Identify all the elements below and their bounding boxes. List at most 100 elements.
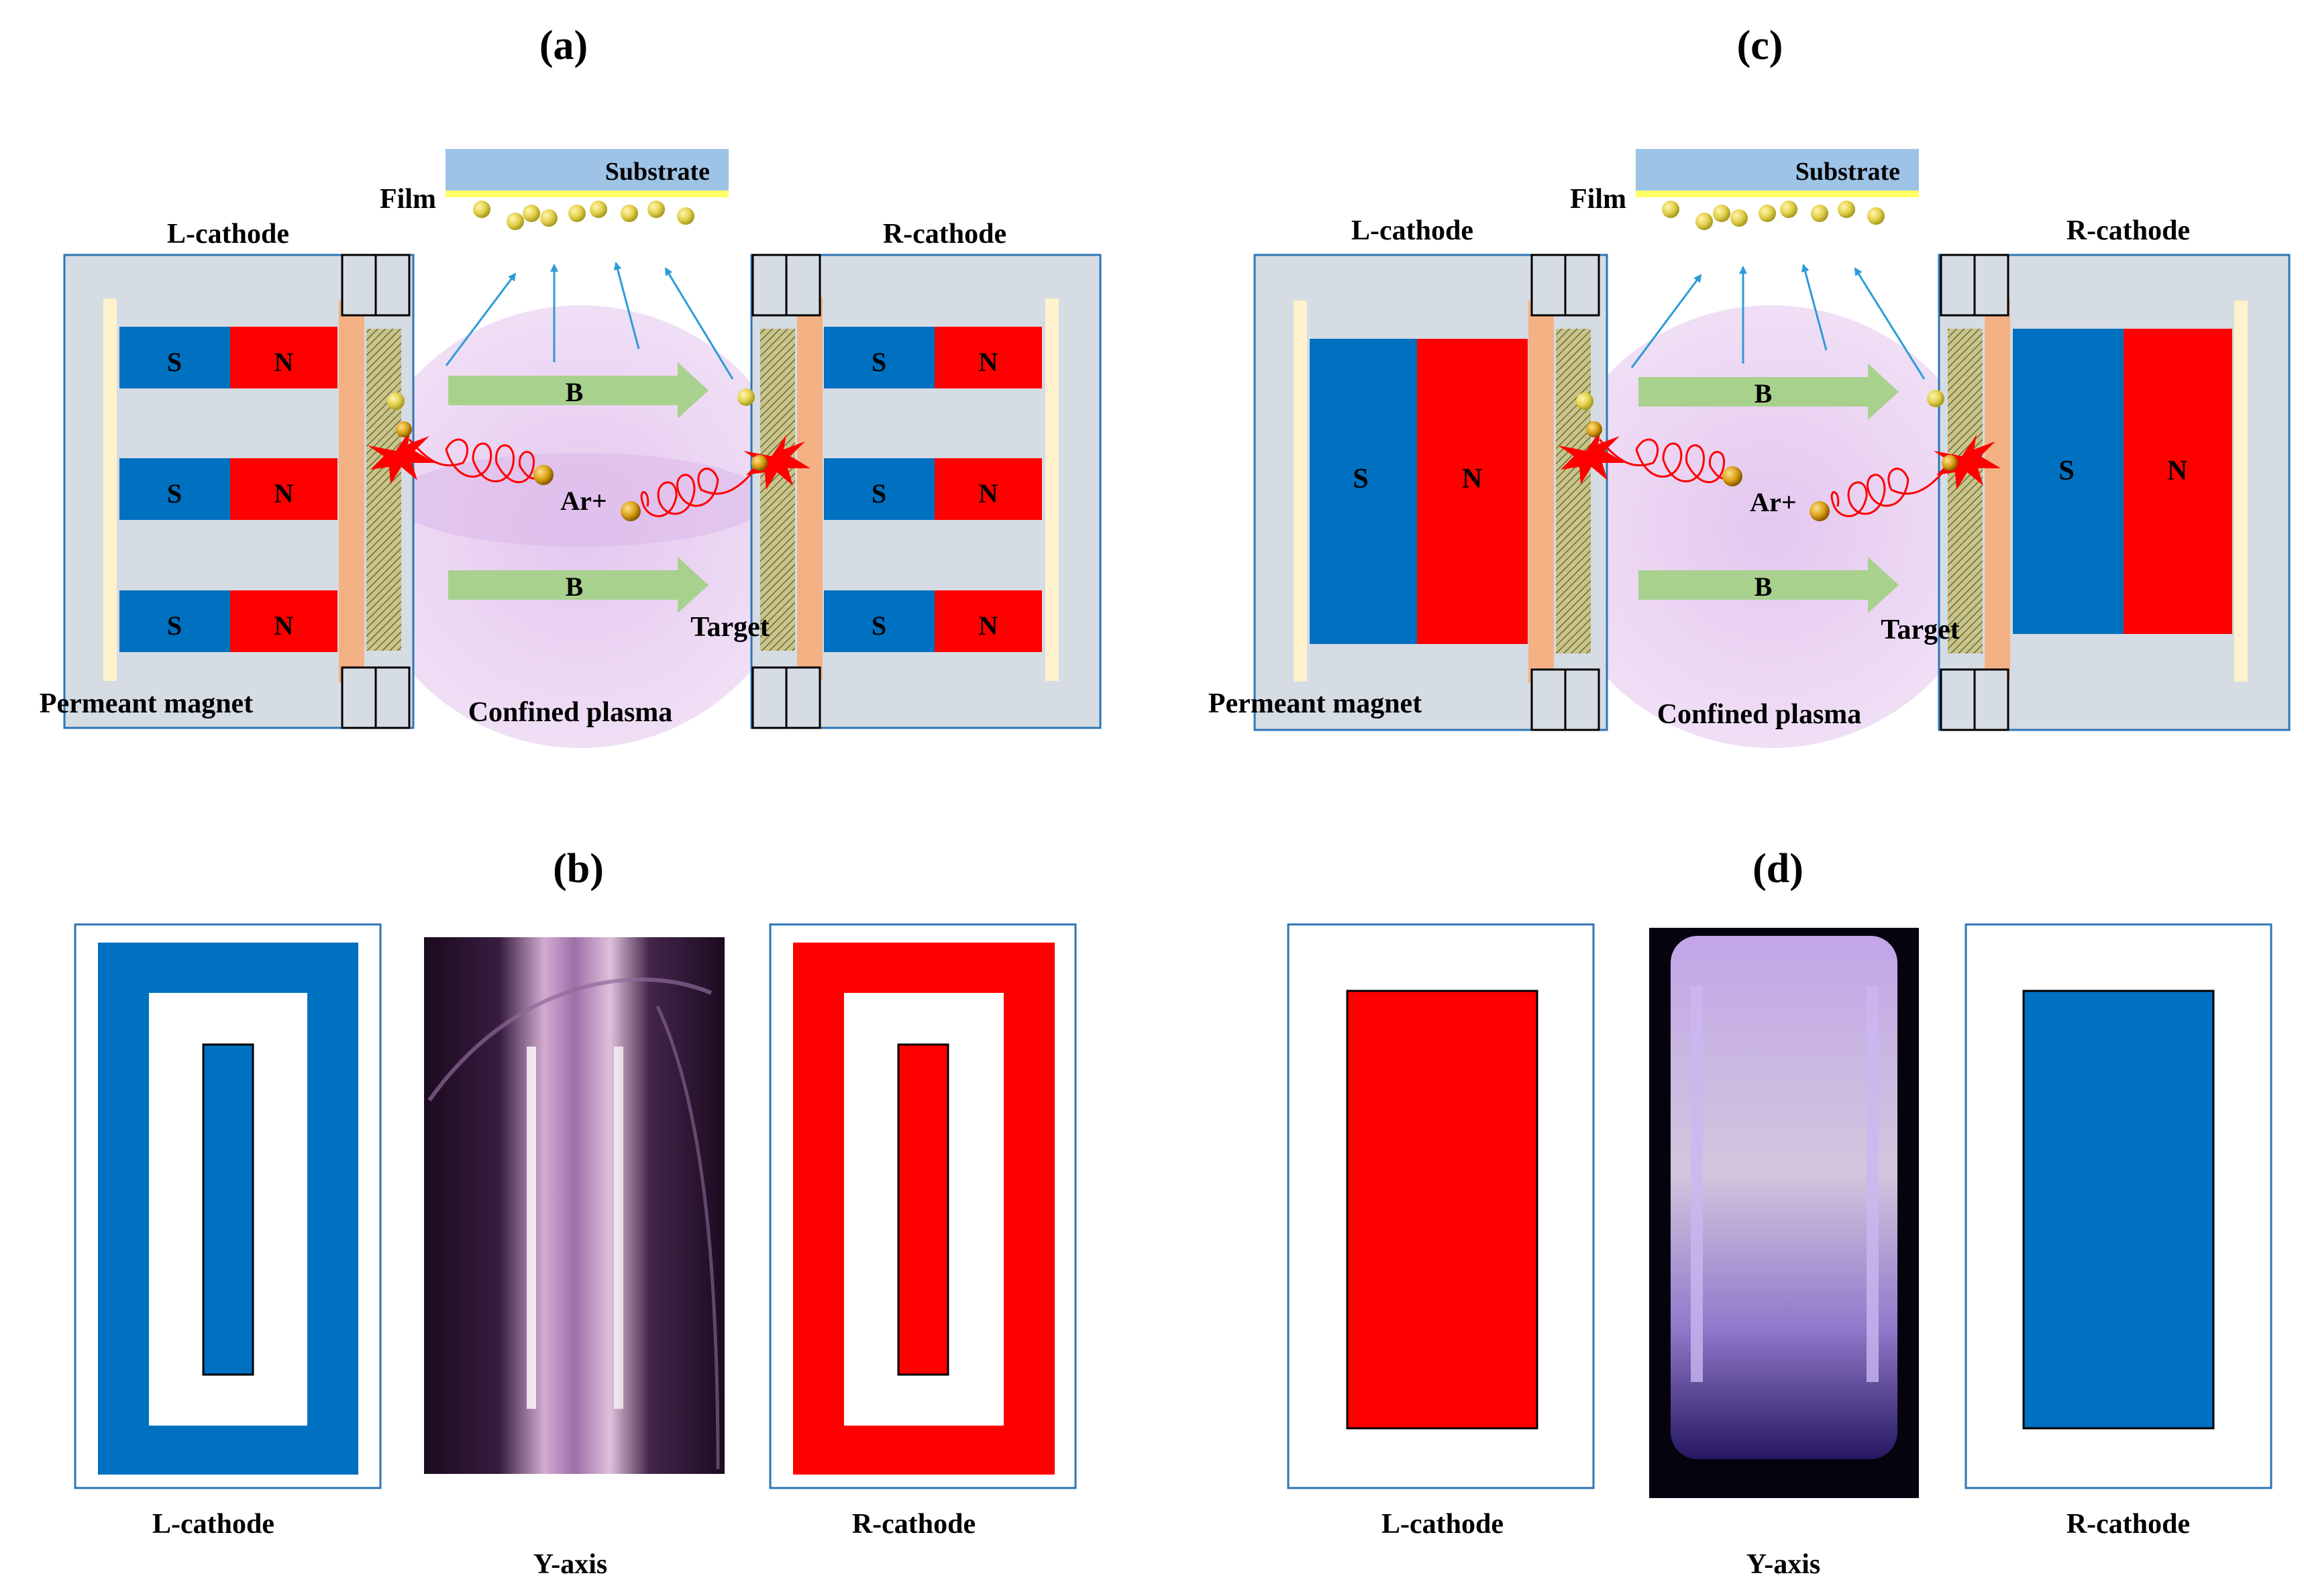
spark-icon: [368, 429, 435, 484]
plasma-label: Confined plasma: [1657, 699, 1862, 730]
chamber-reflection: [427, 977, 713, 1102]
pole-label-s: S: [1353, 464, 1368, 494]
inner-south-pole: [202, 1043, 254, 1376]
sputtered-atoms: [1662, 201, 1885, 230]
right-backing-plate: [1045, 299, 1059, 681]
panel-d-label: (d): [1752, 846, 1803, 892]
left-south-pole: [119, 458, 230, 520]
magnetic-field-arrow: [448, 557, 709, 613]
electron-spiral: [640, 468, 756, 517]
left-north-pole: [230, 458, 337, 520]
ion-icon: [621, 501, 641, 521]
confined-plasma: [1547, 305, 1996, 748]
target-label: Target: [1881, 615, 1959, 645]
film-label: Film: [1570, 184, 1626, 215]
l-cathode-caption: L-cathode: [152, 1509, 274, 1540]
right-north-pole: [935, 590, 1042, 652]
ion-impact: [1942, 455, 1958, 471]
pole-label-n: N: [274, 347, 294, 377]
ion-impact: [1586, 421, 1602, 437]
field-label-b: B: [566, 377, 584, 407]
pole-label-n: N: [979, 478, 998, 509]
pole-label-s: S: [872, 478, 886, 509]
trajectory-arrows: [1630, 264, 1926, 380]
sputtered-atom: [1576, 392, 1593, 410]
right-clamp-top-inner: [1940, 254, 1976, 317]
substrate: [1636, 149, 1919, 191]
l-cathode-label: L-cathode: [1351, 215, 1473, 246]
pole-label-s: S: [167, 478, 182, 509]
substrate: [446, 149, 729, 191]
pole-label-n: N: [979, 610, 998, 641]
field-label-b: B: [566, 572, 584, 602]
sputtered-atom: [387, 392, 405, 410]
pole-label-n: N: [1462, 464, 1482, 494]
left-south-pole: [1310, 339, 1417, 644]
pole-label-n: N: [2167, 456, 2187, 486]
right-south-pole: [824, 458, 935, 520]
electron-spiral: [1830, 468, 1946, 517]
plasma-ring: [392, 453, 768, 547]
plasma-streak: [527, 1047, 536, 1409]
substrate-label: Substrate: [605, 158, 710, 186]
magnetic-field-arrow: [1638, 364, 1899, 420]
right-target: [760, 329, 795, 651]
left-backing-plate: [1294, 301, 1307, 682]
plasma-glow: [1671, 936, 1897, 1459]
left-north-pole: [230, 327, 337, 388]
left-clamp-bottom-inner: [374, 666, 411, 729]
inner-north-pole: [897, 1043, 949, 1376]
left-target: [366, 329, 401, 651]
right-north-pole: [935, 327, 1042, 388]
right-target-plate: [1985, 299, 2010, 681]
right-clamp-bottom-inner: [1940, 668, 1976, 731]
r-cathode-caption: R-cathode: [2066, 1509, 2190, 1540]
sputtered-atom: [1927, 390, 1944, 407]
l-cathode-pole: [1346, 990, 1538, 1430]
right-south-pole: [2013, 329, 2124, 634]
pole-label-s: S: [167, 610, 182, 641]
left-clamp-top-inner: [1564, 254, 1600, 317]
substrate-label: Substrate: [1795, 158, 1900, 186]
pole-label-n: N: [274, 610, 294, 641]
panel-c: (c) S N S N Substrate Film: [1208, 23, 2291, 748]
right-target-plate: [797, 297, 823, 680]
right-south-pole: [824, 590, 935, 652]
ion-icon: [533, 465, 554, 485]
y-axis-caption: Y-axis: [1746, 1549, 1820, 1580]
right-target: [1948, 329, 1983, 653]
right-clamp-bottom-inner: [751, 666, 788, 729]
ion-label: Ar+: [1750, 487, 1796, 517]
film-layer: [1636, 191, 1919, 197]
pole-label-n: N: [274, 478, 294, 509]
electron-spiral: [1598, 438, 1734, 484]
l-cathode-caption: L-cathode: [1381, 1509, 1504, 1540]
ion-icon: [1722, 466, 1742, 486]
panel-b: (b) L-cathode Y-axis R-cathode: [74, 846, 1077, 1580]
l-cathode-label: L-cathode: [167, 219, 289, 250]
left-north-pole: [1417, 339, 1528, 644]
target-label: Target: [690, 612, 769, 643]
left-target-plate: [339, 301, 364, 683]
magnet-label: Permeant magnet: [1208, 688, 1422, 719]
plasma-label: Confined plasma: [468, 697, 673, 728]
film-label: Film: [380, 184, 436, 215]
pole-label-n: N: [979, 347, 998, 377]
trajectory-arrows: [445, 262, 734, 380]
panel-a-label: (a): [539, 23, 588, 68]
ion-impact: [751, 455, 768, 471]
plasma-edge: [1867, 986, 1879, 1382]
r-cathode-pole: [2022, 990, 2215, 1430]
r-cathode-label: R-cathode: [2066, 215, 2190, 246]
plasma-glow: [424, 937, 725, 1474]
left-clamp-top-inner: [374, 254, 411, 317]
left-clamp-bottom-inner: [1564, 668, 1600, 731]
panel-d: (d) L-cathode Y-axis R-cathode: [1287, 846, 2272, 1580]
electron-spiral: [408, 438, 543, 484]
right-clamp-top-inner: [751, 254, 788, 317]
right-backing-plate: [2234, 301, 2248, 682]
chamber-reflection: [656, 1005, 720, 1470]
plasma-edge: [1691, 986, 1703, 1382]
magnetic-field-arrow: [448, 362, 709, 419]
